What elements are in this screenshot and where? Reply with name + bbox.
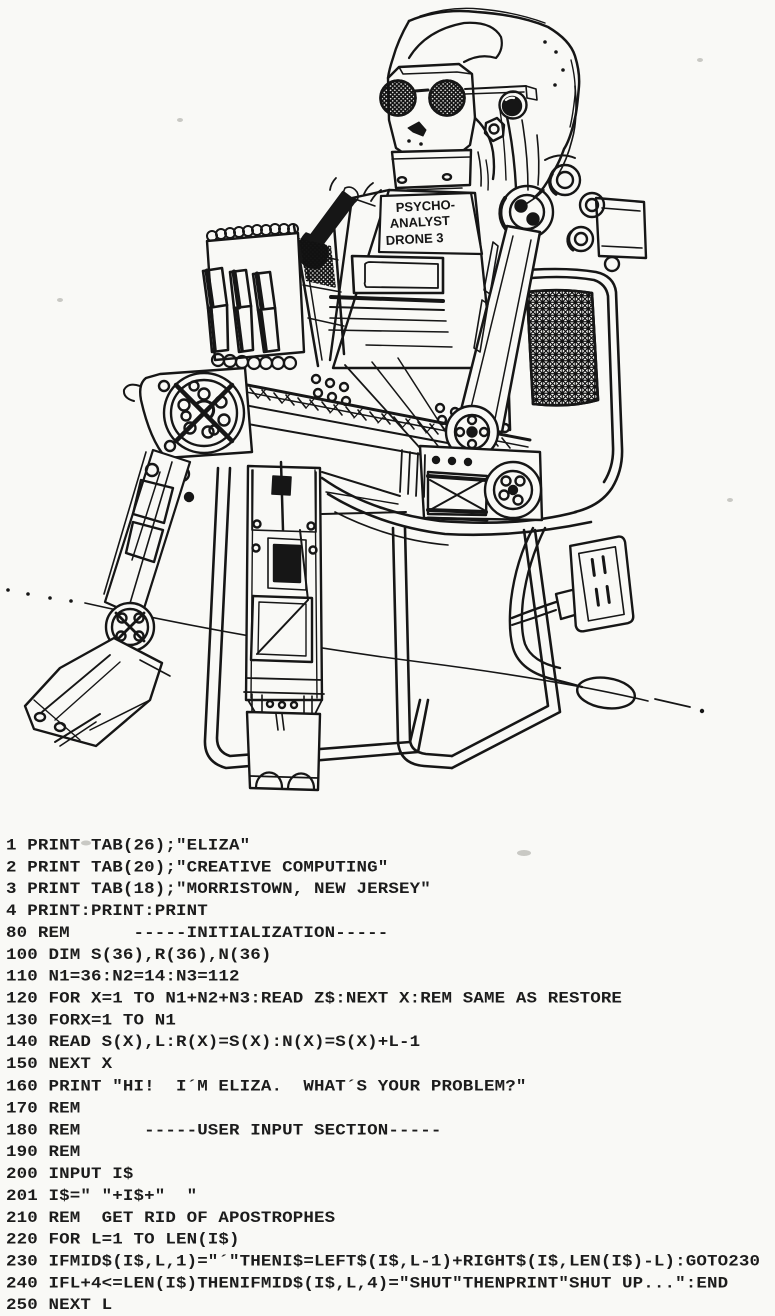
svg-text:DRONE 3: DRONE 3 [385,230,444,248]
svg-text:ANALYST: ANALYST [389,213,450,231]
svg-text:PSYCHO-: PSYCHO- [395,197,455,215]
